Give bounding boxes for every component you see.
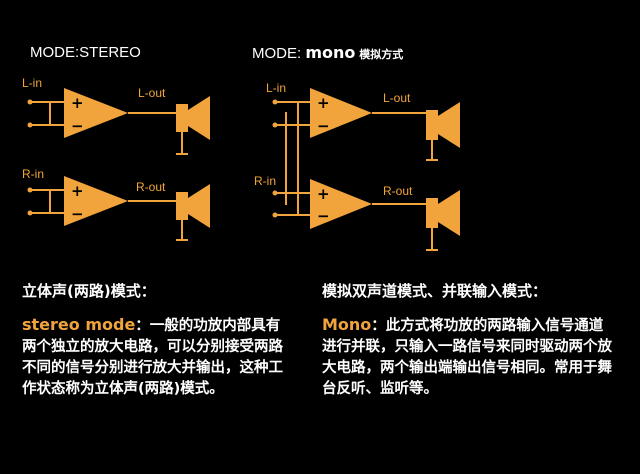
- stereo-r-ground-wire: [49, 190, 64, 214]
- mono-l-amplifier: [310, 88, 372, 138]
- mono-l-ground-wire: [297, 102, 310, 126]
- mono-heading: 模拟双声道模式、并联输入模式：: [322, 282, 548, 300]
- mono-r-speaker-cone: [438, 190, 460, 236]
- stereo-l-ground-wire: [49, 102, 64, 126]
- mono-l-in-label: L-in: [266, 81, 287, 95]
- stereo-r-speaker-body: [176, 192, 188, 220]
- mono-body: ：此方式将功放的两路输入信号通道进行并联，只输入一路信号来同时驱动两个放大电路，…: [322, 318, 612, 397]
- stereo-l-speaker-body: [176, 104, 188, 132]
- stereo-l-out-label: L-out: [138, 86, 166, 100]
- stereo-title: MODE:STEREO: [30, 44, 141, 61]
- stereo-l-speaker-cone: [188, 96, 210, 140]
- stereo-l-minus: −: [71, 117, 84, 135]
- stereo-description: stereo mode：一般的功放内部具有两个独立的放大电路，可以分别接受两路不…: [22, 314, 286, 400]
- mono-r-in-label: R-in: [254, 174, 277, 188]
- mono-l-plus: +: [317, 94, 330, 112]
- stereo-l-in-label: L-in: [22, 76, 43, 90]
- mono-title: MODE: mono 模拟方式: [252, 43, 403, 62]
- mono-keyword: Mono: [322, 315, 372, 334]
- mono-l-in-dot: [272, 99, 278, 105]
- stereo-r-speaker-cone: [188, 184, 210, 228]
- stereo-r-out-label: R-out: [136, 180, 166, 194]
- stereo-l-in-dot: [27, 99, 33, 105]
- mono-r-ground-wire: [297, 193, 310, 216]
- stereo-r-amplifier: [64, 176, 128, 226]
- mono-l-out-label: L-out: [383, 91, 411, 105]
- mono-r-in-dot: [272, 190, 278, 196]
- mono-title-prefix: MODE:: [252, 45, 306, 62]
- stereo-r-minus: −: [71, 205, 84, 223]
- stereo-r-in-dot: [27, 187, 33, 193]
- mono-r-amplifier: [310, 179, 372, 229]
- mono-r-minus: −: [317, 207, 330, 225]
- stereo-r-plus: +: [71, 182, 84, 200]
- stereo-r-in-label: R-in: [22, 167, 45, 181]
- stereo-heading: 立体声(两路)模式：: [22, 282, 156, 300]
- mono-description: Mono：此方式将功放的两路输入信号通道进行并联，只输入一路信号来同时驱动两个放…: [322, 314, 614, 400]
- stereo-l-amplifier: [64, 88, 128, 138]
- mono-r-speaker-body: [426, 198, 438, 228]
- stereo-body: ：一般的功放内部具有两个独立的放大电路，可以分别接受两路不同的信号分别进行放大并…: [22, 318, 283, 397]
- mono-l-speaker-body: [426, 110, 438, 140]
- mono-l-speaker-cone: [438, 102, 460, 148]
- mono-l-minus: −: [317, 117, 330, 135]
- mono-r-plus: +: [317, 185, 330, 203]
- mono-title-main: mono: [305, 43, 356, 62]
- stereo-l-plus: +: [71, 94, 84, 112]
- mono-r-out-label: R-out: [383, 184, 413, 198]
- mono-title-suffix: 模拟方式: [355, 48, 404, 61]
- stereo-keyword: stereo mode: [22, 315, 136, 334]
